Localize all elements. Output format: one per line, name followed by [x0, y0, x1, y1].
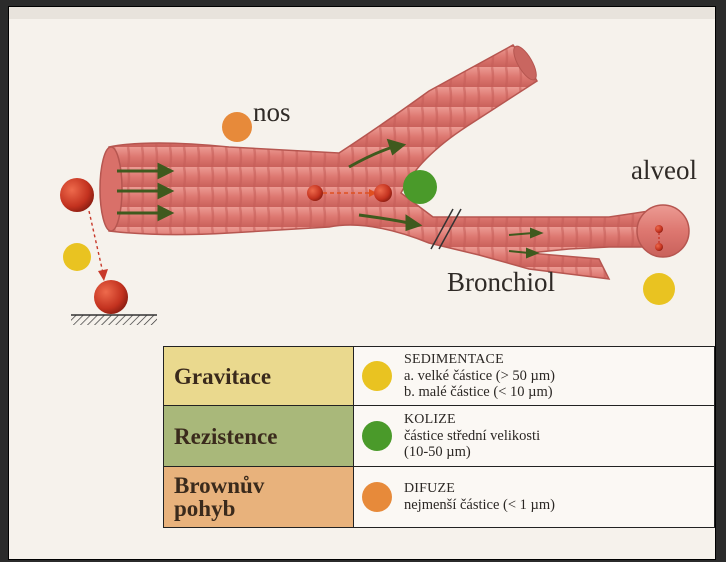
ground-surface: [71, 315, 157, 325]
legend-line: nejmenší částice (< 1 µm): [404, 497, 555, 513]
legend-description: KOLIZE částice střední velikosti (10-50 …: [354, 406, 714, 466]
orange-dot-icon: [362, 482, 392, 512]
sedimenting-particle-top: [60, 178, 94, 212]
legend-title: SEDIMENTACE: [404, 352, 555, 368]
sedimented-particle: [94, 280, 128, 314]
legend-title: KOLIZE: [404, 412, 540, 428]
particle-in-tube-1: [307, 185, 323, 201]
label-alveol: alveol: [631, 157, 697, 184]
legend-description: DIFUZE nejmenší částice (< 1 µm): [354, 467, 714, 527]
legend-line: částice střední velikosti: [404, 428, 540, 444]
yellow-particle-right: [643, 273, 675, 305]
airway-diagram: [9, 7, 715, 347]
sedimentation-path: [89, 211, 103, 273]
legend-category-line: Brownův: [174, 474, 264, 497]
label-bronchiol: Bronchiol: [447, 269, 555, 296]
label-nos: nos: [253, 99, 291, 126]
legend-category-line: pohyb: [174, 497, 264, 520]
legend-line: b. malé částice (< 10 µm): [404, 384, 555, 400]
alveolus: [637, 205, 689, 257]
green-dot-icon: [362, 421, 392, 451]
legend-description: SEDIMENTACE a. velké částice (> 50 µm) b…: [354, 347, 714, 405]
yellow-dot-icon: [362, 361, 392, 391]
legend-row-brownuv-pohyb: Brownův pohyb DIFUZE nejmenší částice (<…: [164, 467, 714, 527]
legend-line: a. velké částice (> 50 µm): [404, 368, 555, 384]
legend-title: DIFUZE: [404, 481, 555, 497]
page: nos alveol Bronchiol Gravitace SEDIMENTA…: [8, 6, 716, 560]
legend-row-rezistence: Rezistence KOLIZE částice střední veliko…: [164, 406, 714, 467]
particle-in-tube-2: [374, 184, 392, 202]
green-particle: [403, 170, 437, 204]
legend-category: Rezistence: [164, 406, 354, 466]
legend-category: Gravitace: [164, 347, 354, 405]
yellow-particle-left: [63, 243, 91, 271]
legend-category: Brownův pohyb: [164, 467, 354, 527]
legend-row-gravitace: Gravitace SEDIMENTACE a. velké částice (…: [164, 347, 714, 406]
particle-in-alveolus: [655, 225, 663, 233]
orange-particle: [222, 112, 252, 142]
legend-table: Gravitace SEDIMENTACE a. velké částice (…: [163, 346, 715, 528]
legend-line: (10-50 µm): [404, 444, 540, 460]
airway-tube: [100, 43, 689, 279]
